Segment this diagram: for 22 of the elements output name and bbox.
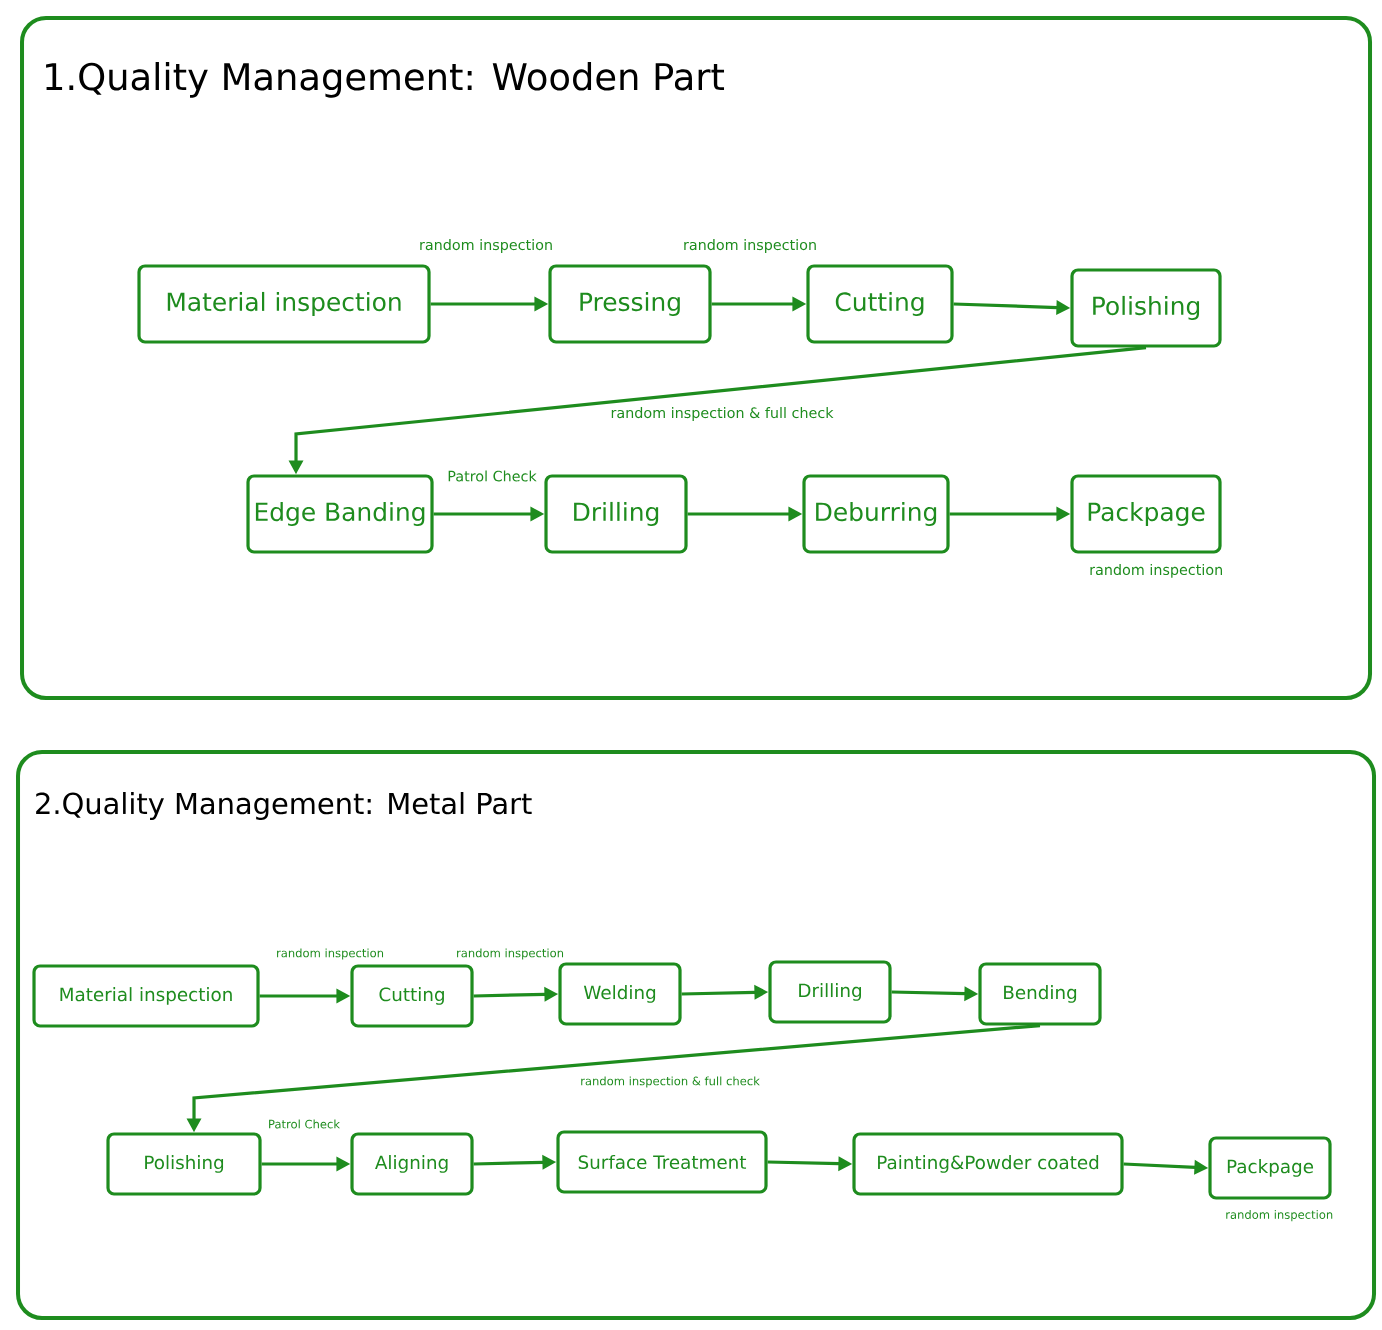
process-box: Painting&Powder coated — [852, 1132, 1124, 1196]
process-box: Cutting — [806, 264, 954, 344]
process-box: Welding — [558, 962, 682, 1026]
process-box: Drilling — [544, 474, 688, 554]
process-box: Surface Treatment — [556, 1130, 768, 1194]
process-box: Bending — [978, 962, 1102, 1026]
process-box: Edge Banding — [246, 474, 434, 554]
process-box: Packpage — [1208, 1136, 1332, 1200]
process-box: Drilling — [768, 960, 892, 1024]
process-box: Packpage — [1070, 474, 1222, 554]
process-box: Pressing — [548, 264, 712, 344]
panel — [16, 750, 1376, 1320]
process-box: Polishing — [1070, 268, 1222, 348]
process-box: Cutting — [350, 964, 474, 1028]
process-box: Material inspection — [137, 264, 431, 344]
panel — [20, 16, 1372, 700]
panel-heading: 2.Quality Management: Metal Part — [36, 791, 532, 820]
process-box: Aligning — [350, 1132, 474, 1196]
panel-heading: 1.Quality Management: Wooden Part — [46, 61, 724, 98]
process-box: Deburring — [802, 474, 950, 554]
process-box: Material inspection — [32, 964, 260, 1028]
process-box: Polishing — [106, 1132, 262, 1196]
